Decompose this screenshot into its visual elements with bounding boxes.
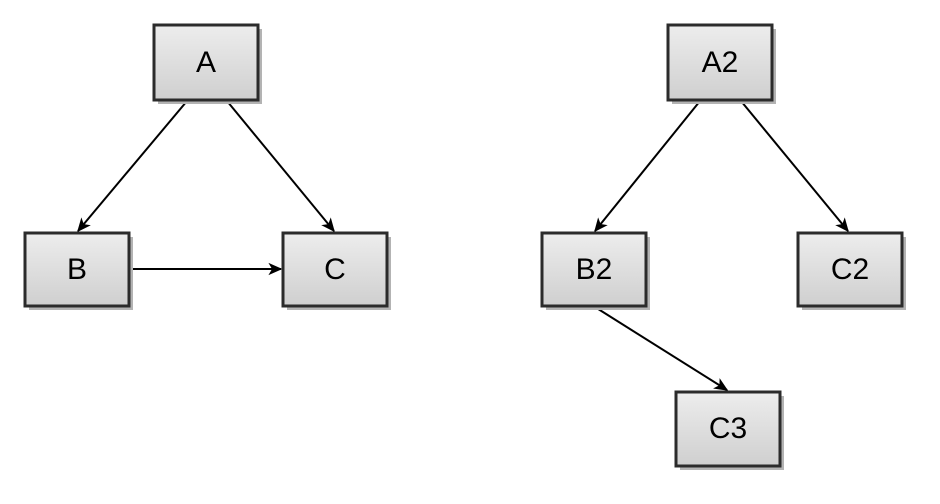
node-c-label: C [324,253,346,286]
node-c2-box[interactable] [796,231,904,308]
node-c3[interactable]: C3 [674,390,784,470]
node-c3-label: C3 [709,412,747,445]
node-b-label: B [67,253,87,286]
node-a2-box[interactable] [666,23,774,102]
edge-a-to-b[interactable] [77,100,188,233]
node-c-box[interactable] [281,231,389,308]
node-c[interactable]: C [281,231,391,310]
node-c3-box[interactable] [674,390,782,468]
node-b2[interactable]: B2 [540,231,650,310]
node-a-box[interactable] [152,23,260,102]
graph-right: A2 B2 C2 C3 [540,23,906,470]
node-c2-label: C2 [831,253,869,286]
graph-left: A B C [23,23,391,310]
node-c2[interactable]: C2 [796,231,906,310]
node-b2-label: B2 [576,253,613,286]
edge-b2-to-c3[interactable] [594,306,729,391]
edge-a2-to-c2[interactable] [740,100,849,233]
node-a-label: A [196,46,216,79]
edge-group-left [77,100,335,276]
node-a[interactable]: A [152,23,262,104]
node-a2[interactable]: A2 [666,23,776,104]
edge-group-right [594,100,849,391]
node-b[interactable]: B [23,231,133,310]
edge-a2-to-b2[interactable] [594,100,701,233]
node-b-box[interactable] [23,231,131,308]
node-b2-box[interactable] [540,231,648,308]
edge-a-to-c[interactable] [226,100,335,233]
node-a2-label: A2 [702,46,739,79]
